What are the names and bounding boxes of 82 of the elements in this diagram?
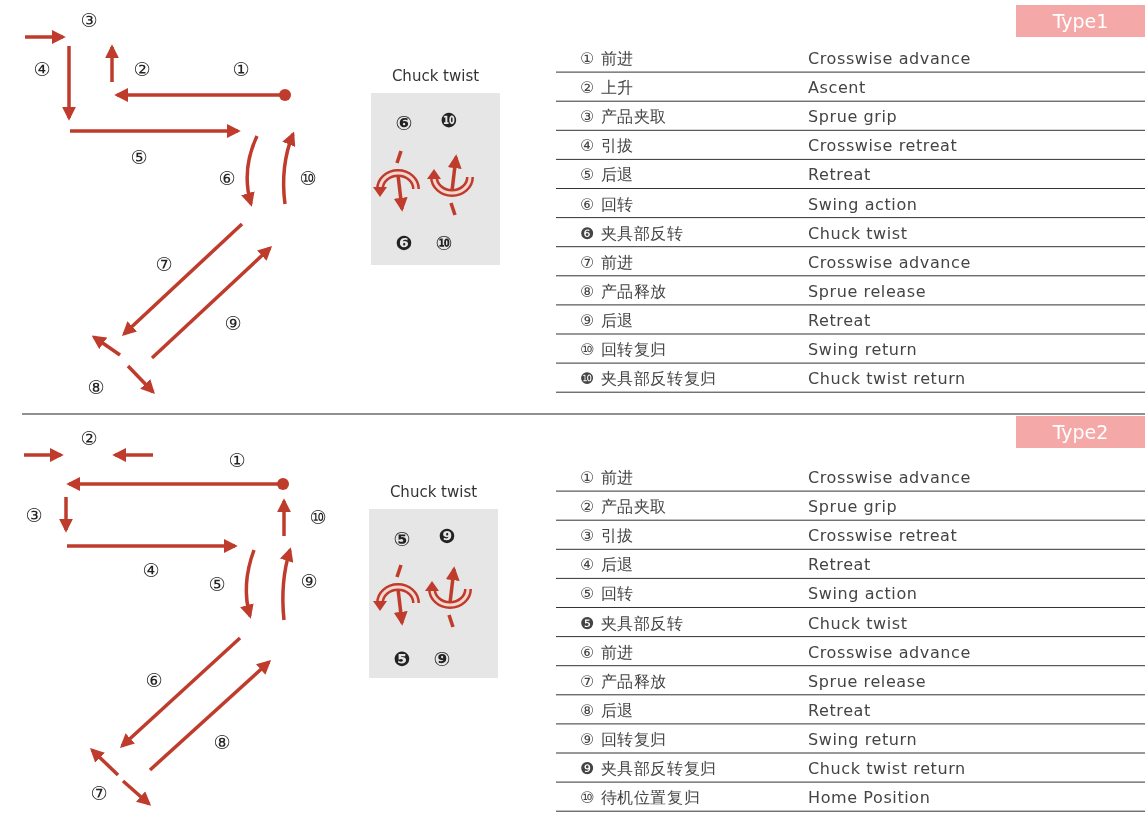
step-name: ⑧ 产品释放 — [580, 281, 668, 302]
diagram-panel — [369, 509, 498, 678]
step-number: ⑦ — [155, 254, 173, 274]
step-name: ① 前进 — [580, 468, 634, 488]
step-description: Crosswise retreat — [808, 136, 958, 157]
step-description: Home Position — [808, 788, 931, 809]
step-description: Crosswise retreat — [808, 526, 958, 547]
step-number: ① — [228, 450, 246, 470]
step-number: ⑤ — [393, 529, 411, 549]
step-description: Retreat — [808, 555, 871, 576]
step-name: ① 前进 — [580, 49, 634, 69]
step-number: ⑨ — [224, 313, 242, 333]
step-description: Chuck twist return — [808, 759, 966, 779]
diagram-panel — [371, 93, 500, 265]
step-number: ⑤ — [130, 147, 148, 167]
step-name: ③ 产品夹取 — [580, 107, 668, 128]
step-number: ❾ — [438, 526, 456, 546]
step-number: ❿ — [440, 110, 458, 130]
step-description: Ascent — [808, 78, 866, 99]
step-name: ❿ 夹具部反转复归 — [580, 369, 717, 390]
step-description: Crosswise advance — [808, 468, 971, 488]
panel-heading: Chuck twist — [391, 67, 480, 85]
step-number: ② — [80, 428, 98, 448]
step-number: ② — [133, 59, 151, 79]
step-number: ⑨ — [433, 649, 451, 669]
panel-heading: Chuck twist — [389, 483, 478, 501]
step-number: ⑨ — [300, 571, 318, 591]
type-band: Type1 — [1016, 5, 1145, 37]
step-number: ⑧ — [213, 732, 231, 752]
step-description: Crosswise advance — [808, 642, 971, 663]
step-description: Swing action — [808, 584, 918, 605]
step-name: ② 上升 — [580, 78, 634, 99]
step-number: ① — [232, 59, 250, 79]
step-name: ⑨ 后退 — [580, 310, 634, 331]
step-number: ❻ — [395, 233, 413, 253]
step-name: ③ 引拔 — [580, 526, 634, 547]
step-name: ⑦ 前进 — [580, 252, 634, 273]
step-number: ❺ — [393, 649, 411, 669]
step-description: Swing return — [808, 340, 918, 360]
type-band: Type2 — [1016, 416, 1145, 448]
step-number: ⑦ — [90, 783, 108, 803]
step-description: Sprue grip — [808, 497, 898, 518]
step-number: ③ — [80, 10, 98, 30]
step-description: Retreat — [808, 310, 871, 331]
step-description: Retreat — [808, 700, 871, 721]
step-name: ② 产品夹取 — [580, 497, 668, 518]
step-number: ⑥ — [145, 670, 163, 690]
step-description: Sprue release — [808, 281, 927, 302]
step-number: ⑩ — [309, 507, 327, 527]
step-number: ④ — [142, 560, 160, 580]
step-number: ⑩ — [299, 168, 317, 188]
step-number: ⑤ — [208, 574, 226, 594]
step-name: ⑧ 后退 — [580, 700, 634, 721]
step-name: ❻ 夹具部反转 — [580, 223, 684, 244]
step-description: Swing action — [808, 194, 918, 215]
step-number: ⑧ — [87, 377, 105, 397]
step-name: ④ 后退 — [580, 555, 634, 576]
step-description: Swing return — [808, 729, 918, 750]
step-name: ⑩ 回转复归 — [580, 340, 668, 360]
step-name: ⑤ 后退 — [580, 165, 634, 186]
step-name: ⑥ 前进 — [580, 642, 634, 663]
step-name: ❺ 夹具部反转 — [580, 613, 684, 634]
step-name: ⑥ 回转 — [580, 194, 634, 215]
step-name: ⑤ 回转 — [580, 584, 634, 605]
step-description: Chuck twist return — [808, 369, 966, 390]
step-number: ③ — [25, 505, 43, 525]
step-number: ④ — [33, 59, 51, 79]
step-description: Crosswise advance — [808, 252, 971, 273]
step-name: ❾ 夹具部反转复归 — [580, 759, 717, 779]
step-description: Sprue grip — [808, 107, 898, 128]
step-name: ⑩ 待机位置复归 — [580, 788, 701, 809]
step-number: ⑩ — [435, 233, 453, 253]
step-description: Chuck twist — [808, 613, 908, 634]
step-description: Chuck twist — [808, 223, 908, 244]
step-name: ⑦ 产品释放 — [580, 671, 668, 692]
step-name: ⑨ 回转复归 — [580, 729, 668, 750]
step-name: ④ 引拔 — [580, 136, 634, 157]
step-description: Sprue release — [808, 671, 927, 692]
step-number: ⑥ — [218, 168, 236, 188]
step-number: ⑥ — [395, 113, 413, 133]
step-description: Retreat — [808, 165, 871, 186]
step-description: Crosswise advance — [808, 49, 971, 69]
